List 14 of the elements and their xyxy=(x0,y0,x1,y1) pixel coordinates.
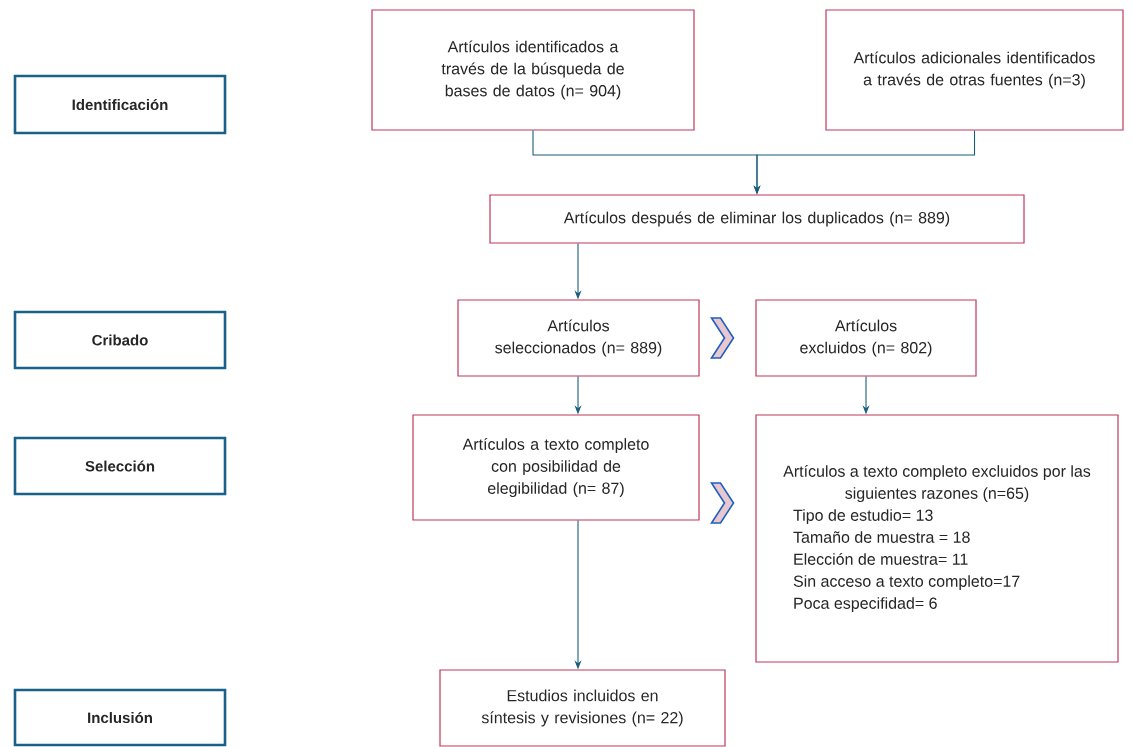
process-box: Artículos después de eliminar los duplicados (n= 889) xyxy=(489,194,1025,244)
stage-box: Identificación xyxy=(13,74,227,135)
chevron-arrow xyxy=(710,482,735,524)
process-box: Artículos identificados a través de la búsqueda de bases de datos (n= 904) xyxy=(371,9,695,131)
process-box: Estudios incluidos en síntesis y revisiones (n= 22) xyxy=(439,669,726,747)
stage-box: Inclusión xyxy=(13,688,227,747)
process-box: Artículos seleccionados (n= 889) xyxy=(457,299,700,377)
chevron-arrow xyxy=(710,317,735,359)
excluded-reasons-box: Artículos a texto completo excluidos por las siguientes razones (n=65) Tipo de estudio= 13 Tamaño de muestra = 18 Elección de muestra= 11 Sin acceso a texto completo=17 Poca especifidad= 6 xyxy=(755,414,1119,663)
stage-box: Selección xyxy=(13,436,227,496)
stage-box: Cribado xyxy=(13,310,227,370)
process-box: Artículos excluidos (n= 802) xyxy=(755,299,977,377)
process-box: Artículos adicionales identificados a través de otras fuentes (n=3) xyxy=(825,9,1124,131)
process-box: Artículos a texto completo con posibilidad de elegibilidad (n= 87) xyxy=(412,414,700,521)
